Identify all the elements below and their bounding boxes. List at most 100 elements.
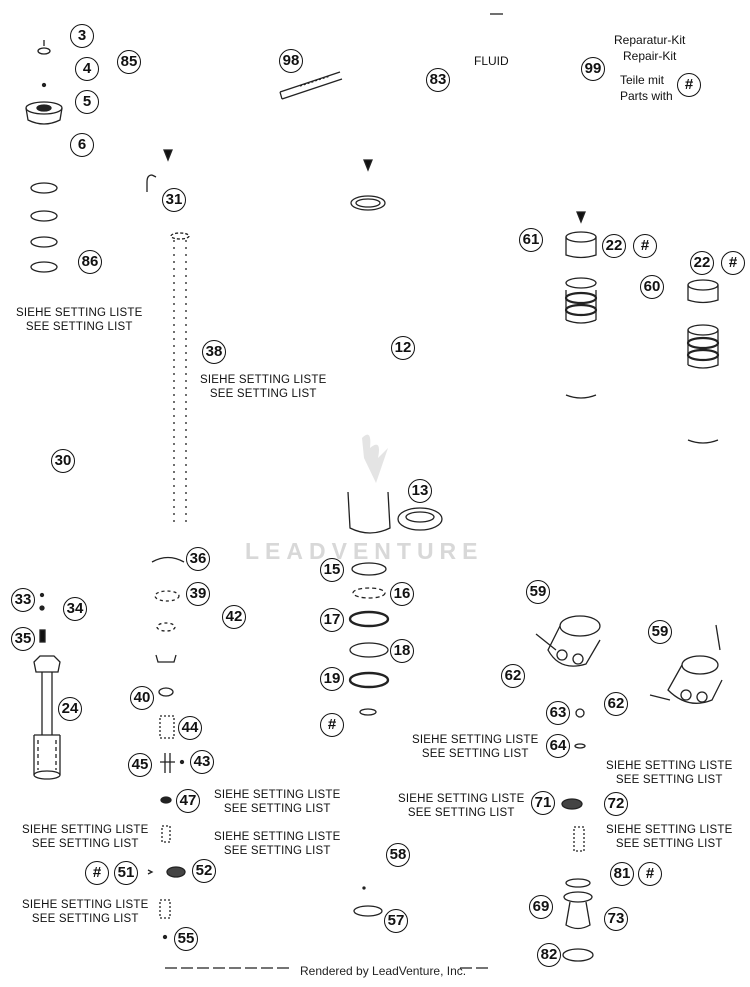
callout-60[interactable]: 60 xyxy=(640,275,664,299)
callout-62[interactable]: 62 xyxy=(604,692,628,716)
callout-47[interactable]: 47 xyxy=(176,789,200,813)
callout-43[interactable]: 43 xyxy=(190,750,214,774)
callout-34[interactable]: 34 xyxy=(63,597,87,621)
callout-24[interactable]: 24 xyxy=(58,697,82,721)
callout-hash[interactable]: # xyxy=(677,73,701,97)
callout-52[interactable]: 52 xyxy=(192,859,216,883)
part-36-ring xyxy=(151,556,185,563)
callout-45[interactable]: 45 xyxy=(128,753,152,777)
part-47 xyxy=(160,796,172,804)
callout-33[interactable]: 33 xyxy=(11,588,35,612)
callout-44[interactable]: 44 xyxy=(178,716,202,740)
callout-18[interactable]: 18 xyxy=(390,639,414,663)
callout-5[interactable]: 5 xyxy=(75,90,99,114)
part-60-damper xyxy=(686,279,720,444)
callout-39[interactable]: 39 xyxy=(186,582,210,606)
callout-85[interactable]: 85 xyxy=(117,50,141,74)
parts-with-en: Parts with xyxy=(620,89,673,103)
part-17-seal xyxy=(348,610,390,628)
callout-hash[interactable]: # xyxy=(320,713,344,737)
callout-3[interactable]: 3 xyxy=(70,24,94,48)
callout-38[interactable]: 38 xyxy=(202,340,226,364)
part-38-rod xyxy=(173,240,187,525)
part-19-seal xyxy=(348,671,390,689)
callout-36[interactable]: 36 xyxy=(186,547,210,571)
callout-69[interactable]: 69 xyxy=(529,895,553,919)
arrow-12 xyxy=(363,159,373,172)
callout-16[interactable]: 16 xyxy=(390,582,414,606)
parts-with-legend: Teile mit Parts with xyxy=(620,72,673,104)
callout-57[interactable]: 57 xyxy=(384,909,408,933)
part-71-nut xyxy=(561,798,583,810)
callout-17[interactable]: 17 xyxy=(320,608,344,632)
callout-12[interactable]: 12 xyxy=(391,336,415,360)
callout-81[interactable]: 81 xyxy=(610,862,634,886)
callout-82[interactable]: 82 xyxy=(537,943,561,967)
callout-13[interactable]: 13 xyxy=(408,479,432,503)
callout-31[interactable]: 31 xyxy=(162,188,186,212)
part-42 xyxy=(155,654,177,663)
callout-hash[interactable]: # xyxy=(721,251,745,275)
footer-credit: Rendered by LeadVenture, Inc. xyxy=(300,964,467,978)
watermark-text: LEADVENTURE xyxy=(245,538,484,564)
part-15-ring xyxy=(351,562,387,576)
callout-42[interactable]: 42 xyxy=(222,605,246,629)
part-3-nut xyxy=(37,40,51,55)
callout-hash[interactable]: # xyxy=(638,862,662,886)
callout-86[interactable]: 86 xyxy=(78,250,102,274)
callout-64[interactable]: 64 xyxy=(546,734,570,758)
callout-58[interactable]: 58 xyxy=(386,843,410,867)
arrow-61 xyxy=(576,211,586,224)
repair-kit-en: Repair-Kit xyxy=(623,49,677,63)
callout-hash[interactable]: # xyxy=(85,861,109,885)
callout-55[interactable]: 55 xyxy=(174,927,198,951)
callout-62[interactable]: 62 xyxy=(501,664,525,688)
part-57-ring xyxy=(353,905,383,917)
callout-22[interactable]: 22 xyxy=(602,234,626,258)
callout-98[interactable]: 98 xyxy=(279,49,303,73)
part-12-seal xyxy=(350,195,386,211)
callout-72[interactable]: 72 xyxy=(604,792,628,816)
callout-30[interactable]: 30 xyxy=(51,449,75,473)
part-59-clamp-right xyxy=(649,624,723,704)
callout-15[interactable]: 15 xyxy=(320,558,344,582)
callout-40[interactable]: 40 xyxy=(130,686,154,710)
callout-59[interactable]: 59 xyxy=(526,580,550,604)
repair-kit-legend: Reparatur-Kit Repair-Kit xyxy=(614,32,685,64)
part-61-damper xyxy=(564,231,598,399)
callout-63[interactable]: 63 xyxy=(546,701,570,725)
callout-51[interactable]: 51 xyxy=(114,861,138,885)
callout-19[interactable]: 19 xyxy=(320,667,344,691)
part-52-nut xyxy=(166,866,186,878)
callout-83[interactable]: 83 xyxy=(426,68,450,92)
part-59-clamp-left xyxy=(535,615,601,667)
part-39-ring xyxy=(154,590,180,602)
part-24-cartridge xyxy=(33,655,61,780)
part-69-73-assembly xyxy=(563,878,593,930)
callout-99[interactable]: 99 xyxy=(581,57,605,81)
repair-kit-de: Reparatur-Kit xyxy=(614,33,686,47)
callout-71[interactable]: 71 xyxy=(531,791,555,815)
callout-59[interactable]: 59 xyxy=(648,620,672,644)
part-31-pin xyxy=(146,174,157,192)
part-35-screw xyxy=(39,629,46,643)
part-45-valve xyxy=(160,753,175,773)
callout-35[interactable]: 35 xyxy=(11,627,35,651)
callout-hash[interactable]: # xyxy=(633,234,657,258)
callout-22[interactable]: 22 xyxy=(690,251,714,275)
callout-6[interactable]: 6 xyxy=(70,133,94,157)
callout-61[interactable]: 61 xyxy=(519,228,543,252)
callout-73[interactable]: 73 xyxy=(604,907,628,931)
callout-4[interactable]: 4 xyxy=(75,57,99,81)
